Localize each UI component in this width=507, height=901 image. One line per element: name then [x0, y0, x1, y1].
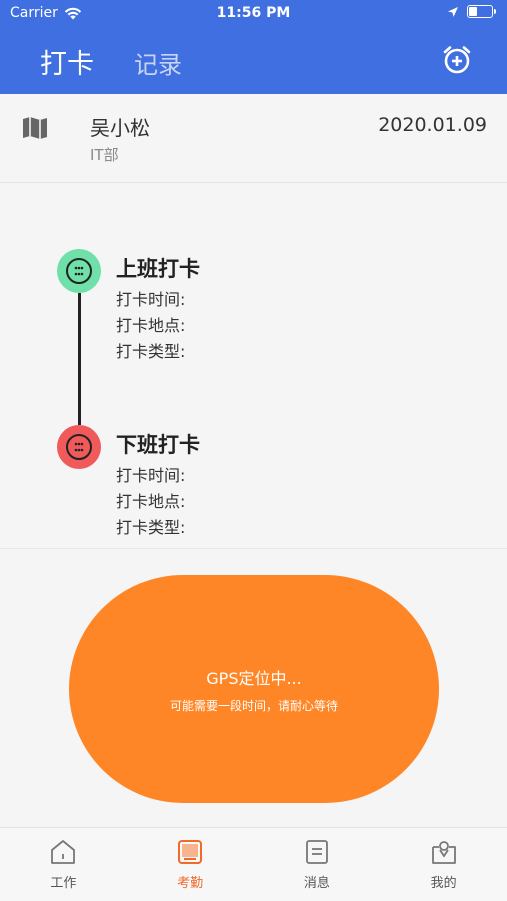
timeline-connector: [78, 293, 81, 425]
map-icon: [23, 117, 47, 139]
tab-punch[interactable]: 打卡: [40, 49, 94, 80]
nav-item-work[interactable]: 工作: [0, 828, 127, 901]
profile-icon: [431, 841, 456, 864]
button-icon: [66, 434, 92, 460]
clock-in-dot: [57, 249, 101, 293]
button-icon: [66, 258, 92, 284]
clock-in-time-label: 打卡时间:: [116, 290, 186, 309]
user-name: 吴小松: [90, 116, 150, 140]
clock-in-title: 上班打卡: [116, 257, 200, 281]
status-bar: Carrier 11:56 PM: [0, 0, 507, 28]
punch-hint-text: 可能需要一段时间，请耐心等待: [169, 698, 338, 713]
attendance-icon: [178, 840, 203, 864]
status-left: Carrier: [10, 5, 82, 21]
nav-item-messages[interactable]: 消息: [254, 828, 381, 901]
profile-row: 吴小松 IT部 2020.01.09: [0, 94, 507, 183]
status-time: 11:56 PM: [216, 5, 291, 21]
status-right: [447, 5, 496, 18]
nav-item-mine[interactable]: 我的: [380, 828, 507, 901]
nav-item-attendance[interactable]: 考勤: [127, 828, 254, 901]
dots-icon: [74, 266, 84, 276]
clock-in-block: 上班打卡 打卡时间: 打卡地点: 打卡类型:: [116, 253, 200, 365]
location-arrow-icon: [448, 6, 458, 17]
user-department: IT部: [90, 146, 119, 164]
header-tabs: 打卡 记录: [40, 42, 182, 81]
current-date: 2020.01.09: [378, 114, 487, 136]
battery-icon: [467, 5, 496, 18]
bottom-nav: 工作 考勤 消息 我的: [0, 827, 507, 901]
nav-label-messages: 消息: [303, 876, 330, 891]
clock-in-type-label: 打卡类型:: [116, 342, 186, 361]
clock-out-block: 下班打卡 打卡时间: 打卡地点: 打卡类型:: [116, 429, 200, 541]
nav-label-work: 工作: [50, 876, 77, 891]
carrier-label: Carrier: [10, 5, 58, 21]
punch-status-text: GPS定位中...: [206, 668, 302, 688]
punch-timeline: 上班打卡 打卡时间: 打卡地点: 打卡类型: 下班打卡 打卡时间: 打卡地点: …: [0, 183, 507, 549]
top-bar: Carrier 11:56 PM 打卡 记录: [0, 0, 507, 94]
clock-out-title: 下班打卡: [116, 433, 200, 457]
alarm-add-icon[interactable]: [441, 44, 473, 76]
clock-out-type-label: 打卡类型:: [116, 518, 186, 537]
clock-out-dot: [57, 425, 101, 469]
clock-out-location-label: 打卡地点:: [116, 492, 186, 511]
punch-button[interactable]: GPS定位中... 可能需要一段时间，请耐心等待: [69, 575, 439, 803]
nav-label-attendance: 考勤: [177, 876, 204, 891]
clock-in-location-label: 打卡地点:: [116, 316, 186, 335]
nav-label-mine: 我的: [430, 876, 457, 891]
tab-records[interactable]: 记录: [134, 51, 182, 79]
clock-out-time-label: 打卡时间:: [116, 466, 186, 485]
dots-icon: [74, 442, 84, 452]
message-icon: [305, 840, 328, 864]
home-icon: [51, 840, 76, 864]
wifi-icon: [64, 7, 82, 19]
